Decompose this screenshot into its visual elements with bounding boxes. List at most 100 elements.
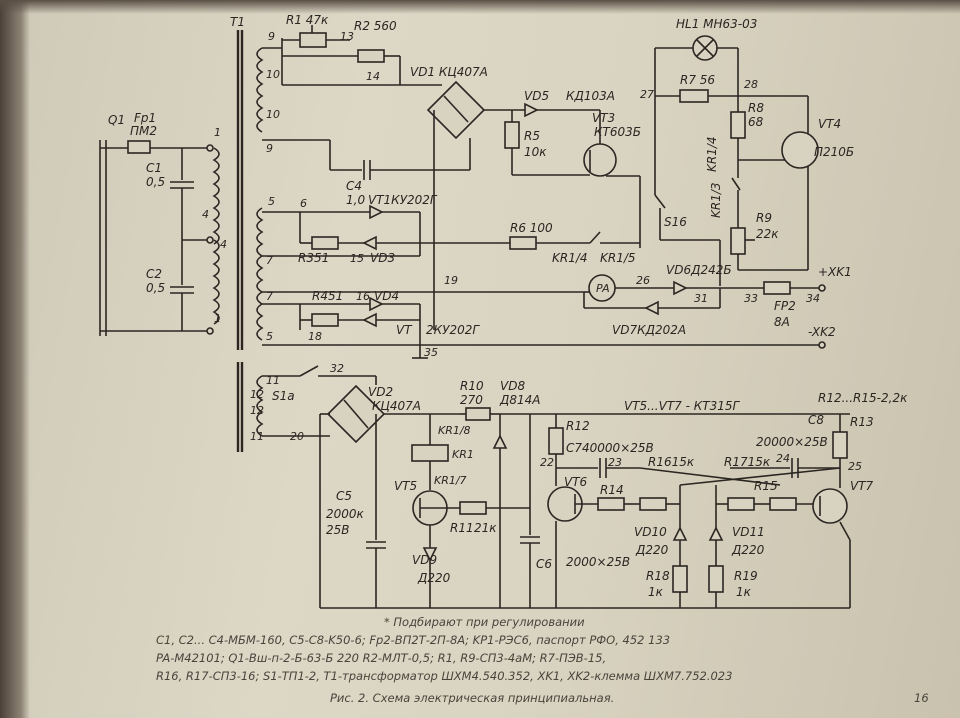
- label-kr1-4: KR1/4: [552, 251, 588, 265]
- resistor-r10: [465, 407, 491, 421]
- node-4b: 4: [220, 238, 227, 251]
- node-19: 19: [444, 274, 458, 287]
- terminal-xk2[interactable]: [818, 341, 826, 349]
- resistor-r11: [459, 501, 487, 515]
- node-26: 26: [636, 274, 650, 287]
- label-r4: R451: [312, 289, 343, 303]
- resistor-r8: [730, 111, 746, 139]
- fuse-fp1: [127, 140, 151, 154]
- label-hl1: HL1 МН63-03: [676, 17, 757, 31]
- resistor-r12: [548, 427, 564, 455]
- label-q1: Q1: [108, 113, 125, 127]
- label-vt6: VT6: [564, 475, 588, 489]
- caption-note: * Подбирают при регулировании: [384, 615, 585, 629]
- node-10b: 10: [266, 108, 280, 121]
- potentiometer-r17: [727, 497, 755, 511]
- label-r11-value: 21к: [474, 521, 497, 535]
- label-c2: C2: [146, 267, 162, 281]
- node-9b: 9: [266, 142, 273, 155]
- caption-figure: Рис. 2. Схема электрическая принципиальн…: [330, 691, 614, 705]
- resistor-r13: [832, 431, 848, 459]
- lower-control-section: [262, 365, 850, 609]
- label-c8: C8: [808, 413, 824, 427]
- node-15: 15: [350, 252, 364, 265]
- node-5b: 5: [266, 330, 273, 343]
- label-r8: R8: [748, 101, 764, 115]
- label-r17: R1715к: [724, 455, 771, 469]
- node-5: 5: [268, 195, 275, 208]
- resistor-r7: [679, 89, 709, 103]
- label-c1: C1: [146, 161, 162, 175]
- fuse-fp2: [763, 281, 791, 295]
- component-labels: Q1 Fp1 ПМ2 C1 0,5 C2 0,5 T1 R1 47к R2 56…: [108, 13, 908, 599]
- caption-line-3: R16, R17-СП3-16; S1-ТП1-2, T1-трансформа…: [156, 669, 732, 683]
- label-d220-vd11: Д220: [731, 543, 765, 557]
- relay-kr1: [411, 444, 449, 462]
- mains-input: [99, 140, 214, 336]
- label-vd8: VD8: [500, 379, 525, 393]
- diode-vd7: [644, 300, 659, 316]
- label-kr1-3: KR1/3: [709, 182, 723, 218]
- label-fp2-value: 8A: [774, 315, 790, 329]
- diode-vd10: [672, 526, 688, 541]
- label-c5-value: 2000к: [326, 507, 365, 521]
- resistor-r3: [311, 236, 339, 250]
- label-p210b: П210Б: [814, 145, 854, 159]
- resistor-r1: [299, 32, 327, 48]
- node-6: 6: [300, 197, 307, 210]
- label-r5-value: 10к: [524, 145, 547, 159]
- page-number: 16: [914, 691, 929, 705]
- label-r6: R6 100: [510, 221, 553, 235]
- node-10: 10: [266, 68, 280, 81]
- node-31: 31: [694, 292, 708, 305]
- label-kc407a: КЦ407А: [372, 399, 421, 413]
- label-d814a: Д814А: [499, 393, 541, 407]
- label-r5: R5: [524, 129, 540, 143]
- label-vd1: VD1 КЦ407А: [410, 65, 488, 79]
- potentiometer-r16: [639, 497, 667, 511]
- terminal-xk1[interactable]: [818, 284, 826, 292]
- node-7: 7: [266, 254, 273, 267]
- label-c7: C740000×25В: [566, 441, 654, 455]
- label-c5: C5: [336, 489, 352, 503]
- label-c2-value: 0,5: [146, 281, 165, 295]
- label-r12: R12: [566, 419, 590, 433]
- output-section: [583, 35, 826, 349]
- label-vd3: VD3: [370, 251, 395, 265]
- label-c1-value: 0,5: [146, 175, 165, 189]
- transformer-t1: [212, 30, 264, 452]
- label-c6: C6: [536, 557, 552, 571]
- label-r10: R10: [460, 379, 484, 393]
- diode-vd11: [708, 526, 724, 541]
- node-23: 23: [608, 456, 622, 469]
- zener-vd8: [492, 434, 508, 449]
- node-16: 16: [356, 290, 370, 303]
- transistor-vt4: [781, 131, 819, 169]
- node-12: 12: [250, 388, 264, 401]
- node-12b: 12: [250, 404, 264, 417]
- label-r1: R1 47к: [286, 13, 329, 27]
- label-vt5: VT5: [394, 479, 417, 493]
- label-r11: R11: [450, 521, 474, 535]
- node-32: 32: [330, 362, 344, 375]
- diode-vd6: [673, 280, 688, 296]
- thyristor-section: [262, 204, 820, 359]
- label-r2: R2 560: [354, 19, 397, 33]
- label-fp2: FP2: [774, 299, 796, 313]
- caption-line-1: C1, C2... C4-МБМ-160, C5-C8-K50-6; Fp2-В…: [156, 633, 670, 647]
- label-kr1-5: KR1/5: [600, 251, 636, 265]
- label-r3: R351: [298, 251, 329, 265]
- label-r9-value: 22к: [756, 227, 779, 241]
- label-xk1: +XK1: [818, 265, 852, 279]
- label-c5-voltage: 25В: [326, 523, 350, 537]
- label-vd2: VD2: [368, 385, 393, 399]
- photo-shadow-top: [0, 0, 960, 14]
- node-22: 22: [540, 456, 554, 469]
- thyristor-vt: [362, 312, 377, 328]
- label-r18: R18: [646, 569, 670, 583]
- resistor-r4: [311, 313, 339, 327]
- label-r19-value: 1к: [736, 585, 752, 599]
- resistor-r19: [708, 565, 724, 593]
- label-vd5: VD5: [524, 89, 549, 103]
